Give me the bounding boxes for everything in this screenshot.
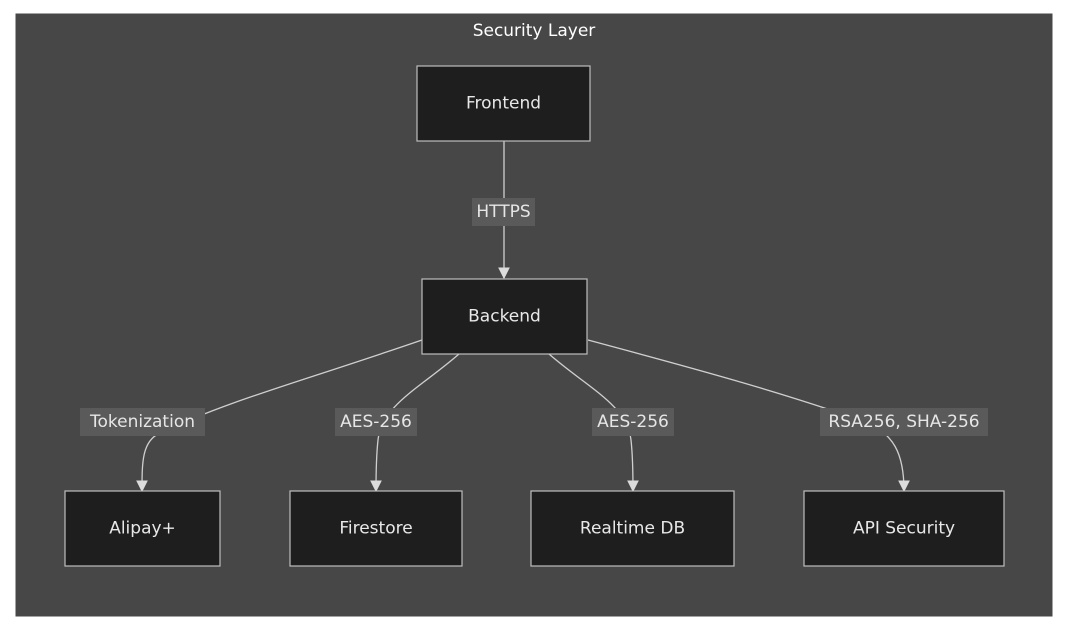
edge-label-text: RSA256, SHA-256 <box>828 412 979 432</box>
edge-label-text: HTTPS <box>476 202 530 222</box>
edge-label-text: AES-256 <box>340 412 412 432</box>
cluster-title: Security Layer <box>473 21 596 41</box>
node-label: Realtime DB <box>580 519 685 539</box>
edge-label-rsa-sha: RSA256, SHA-256 <box>820 408 988 436</box>
node-label: Frontend <box>466 94 541 114</box>
node-label: API Security <box>853 519 955 539</box>
node-frontend: Frontend <box>416 65 591 142</box>
node-backend: Backend <box>421 278 588 355</box>
edge-label-text: Tokenization <box>89 412 195 432</box>
edge-label-aes-realtime: AES-256 <box>592 408 674 436</box>
node-realtime-db: Realtime DB <box>530 490 735 567</box>
node-label: Alipay+ <box>109 519 176 539</box>
node-label: Backend <box>468 307 541 327</box>
node-label: Firestore <box>339 519 412 539</box>
edge-label-text: AES-256 <box>597 412 669 432</box>
node-api-security: API Security <box>803 490 1005 567</box>
edge-label-https: HTTPS <box>472 198 535 226</box>
edge-label-aes-firestore: AES-256 <box>335 408 417 436</box>
edge-label-tokenization: Tokenization <box>80 408 205 436</box>
node-alipay: Alipay+ <box>64 490 221 567</box>
node-firestore: Firestore <box>289 490 463 567</box>
